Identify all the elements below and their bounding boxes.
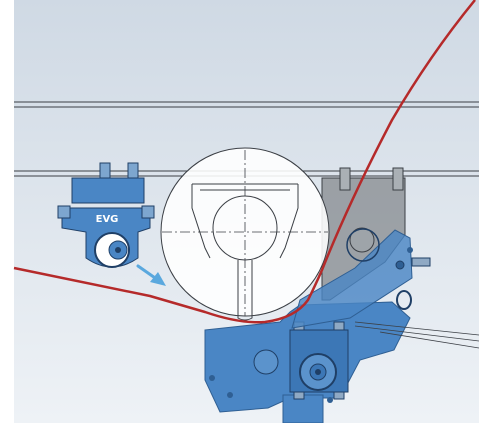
arm-bolt [407, 247, 413, 253]
detail-bracket [191, 184, 211, 259]
evg-side-bolt [57, 205, 71, 219]
base-nut [333, 391, 345, 400]
base-machine [204, 301, 411, 423]
guide-wires [354, 321, 479, 349]
base-bolt [209, 375, 215, 381]
evg-mount-plate [71, 177, 145, 204]
arm-roller [346, 228, 380, 262]
housing-top-bolt [339, 167, 351, 191]
evg-side-bolt [141, 205, 155, 219]
evg-unit: EVG [57, 162, 155, 268]
base-roller [253, 349, 279, 375]
evg-label: EVG [96, 214, 119, 225]
detail-circle [160, 147, 330, 321]
detail-bracket [279, 184, 299, 259]
base-bolt [327, 397, 333, 403]
evg-pulley-axle [115, 247, 121, 253]
base-nut [293, 391, 305, 400]
left-margin [0, 0, 14, 423]
arm-hook [396, 290, 412, 310]
housing-pivot [349, 227, 375, 253]
base-wheel-axle [315, 369, 321, 375]
tilted-arm [291, 228, 431, 329]
direction-arrow [136, 264, 166, 286]
arm-side-screw [411, 257, 431, 267]
base-nut [333, 321, 345, 331]
arm-bolt [395, 260, 405, 270]
housing-top-bolt [392, 167, 404, 191]
red-cable [13, 0, 476, 324]
base-bolt [227, 392, 233, 398]
detail-stem [237, 260, 253, 321]
base-column [282, 394, 324, 423]
